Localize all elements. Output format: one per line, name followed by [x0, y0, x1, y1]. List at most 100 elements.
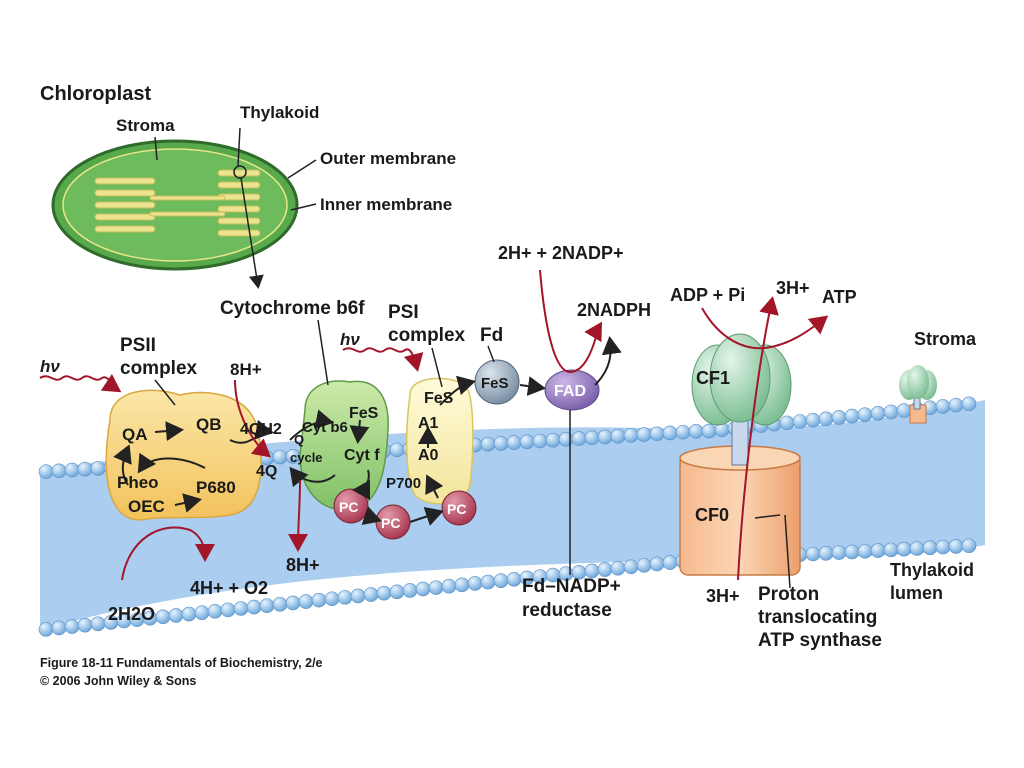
p700-label: P700 [386, 475, 421, 492]
chloroplast-stroma-label: Stroma [116, 116, 175, 135]
small-atp-synthase [899, 365, 937, 424]
lipid-head [233, 601, 249, 616]
h8-top-label: 8H+ [230, 360, 262, 379]
lipid-head [792, 414, 808, 429]
lipid-head [649, 556, 665, 572]
lipid-head [181, 606, 197, 622]
stroma-label: Stroma [914, 329, 977, 349]
lipid-head [922, 540, 938, 556]
lipid-head [636, 427, 652, 442]
lipid-head [38, 622, 54, 637]
lipid-head [376, 585, 392, 601]
fd-nadp-reductase-label-2: reductase [522, 600, 612, 621]
lipid-head [883, 404, 899, 420]
lipid-head [805, 412, 821, 428]
lipid-head [649, 426, 665, 442]
lipid-head [896, 541, 912, 557]
lipid-head [831, 545, 847, 560]
inner-membrane-label: Inner membrane [320, 195, 452, 214]
lipid-head [545, 432, 561, 448]
oec-label: OEC [128, 497, 165, 516]
fad-label: FAD [554, 383, 586, 400]
lipid-head [415, 581, 431, 597]
cf1-label: CF1 [696, 368, 730, 388]
hv-label-right: hν [340, 330, 360, 349]
lipid-head [155, 609, 171, 625]
lipid-head [948, 397, 964, 413]
lipid-head [441, 578, 457, 594]
lipid-head [454, 577, 470, 593]
h2-nadp-label: 2H+ + 2NADP+ [498, 243, 624, 263]
lipid-head [883, 542, 899, 558]
a1-label: A1 [418, 415, 439, 432]
lipid-head [389, 584, 405, 600]
leader-lines [154, 319, 791, 589]
lipid-head [363, 587, 379, 602]
h8-bottom-label: 8H+ [286, 555, 320, 575]
nadph-label: 2NADPH [577, 300, 651, 320]
lipid-head [779, 415, 795, 431]
psi-complex [406, 377, 474, 505]
chloroplast-inset [51, 127, 317, 289]
lipid-head [51, 463, 67, 479]
lipid-head [77, 617, 93, 633]
lipid-head [571, 431, 587, 446]
psii-label-line2: complex [120, 358, 198, 379]
figure-caption-line2: © 2006 John Wiley & Sons [40, 674, 197, 688]
lipid-head [480, 574, 496, 590]
hv-label-left: hν [40, 357, 60, 376]
lipid-head [64, 462, 80, 478]
pc-label-1: PC [339, 499, 358, 515]
lipid-head [428, 580, 444, 595]
thylakoid-label: Thylakoid [240, 103, 319, 122]
lipid-head [805, 546, 821, 562]
qb-label: QB [196, 415, 222, 434]
q4-label: 4Q [256, 463, 277, 480]
lipid-head [935, 539, 951, 555]
thylakoid-marker-circle [233, 165, 247, 179]
h2o-label: 2H2O [108, 604, 155, 624]
lipid-head [961, 538, 977, 554]
lipid-head [896, 403, 912, 418]
psi-label-line2: complex [388, 325, 466, 346]
lipid-head [506, 435, 522, 450]
proton-atp-synthase-label-1: Proton [758, 584, 819, 605]
lipid-head [662, 425, 678, 441]
thylakoid-lumen-label-1: Thylakoid [890, 560, 974, 580]
lipid-head [337, 590, 353, 605]
lipid-head [857, 407, 873, 422]
lipid-head [623, 428, 639, 443]
fes-psi-label: FeS [424, 390, 454, 407]
lipid-head [610, 560, 626, 576]
cytochrome-label: Cytochrome b6f [220, 298, 365, 319]
pc-label-2: PC [381, 515, 400, 531]
lipid-head [194, 605, 210, 620]
h3-bottom-label: 3H+ [706, 586, 740, 606]
fd-nadp-reductase-label-1: Fd–NADP+ [522, 576, 621, 597]
a0-label: A0 [418, 447, 439, 464]
lipid-head [935, 399, 951, 414]
q-cycle-label-2: cycle [290, 450, 323, 465]
h4-o2-label: 4H+ + O2 [190, 578, 268, 598]
lipid-head [818, 411, 834, 427]
thylakoid-lumen-label-2: lumen [890, 583, 943, 603]
lipid-head [532, 433, 548, 449]
lipid-head [38, 464, 54, 479]
cyt-f-label: Cyt f [344, 447, 380, 464]
lipid-head [402, 583, 418, 598]
lipid-head [350, 588, 366, 604]
lipid-head [961, 396, 977, 412]
lipid-head [493, 436, 509, 451]
lipid-head [324, 591, 340, 607]
pheo-label: Pheo [117, 473, 159, 492]
lipid-head [311, 592, 327, 608]
lipid-head [77, 461, 93, 477]
lipid-head [168, 608, 184, 623]
lipid-head [870, 543, 886, 558]
psii-complex [105, 389, 262, 521]
lipid-head [844, 408, 860, 424]
q-cycle-label-1: Q [294, 432, 304, 447]
lipid-head [506, 571, 522, 587]
outer-membrane-label: Outer membrane [320, 149, 456, 168]
